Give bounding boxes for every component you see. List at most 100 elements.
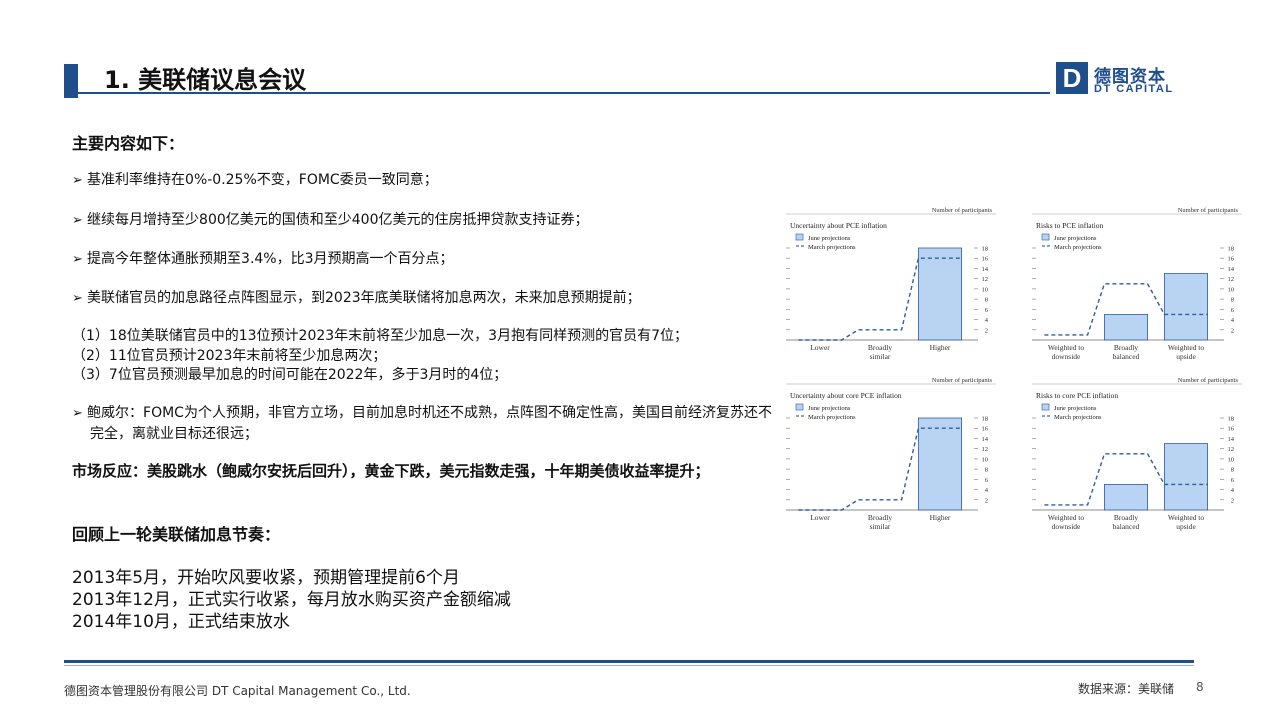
bullet-rate: 基准利率维持在0%-0.25%不变，FOMC委员一致同意； xyxy=(72,170,780,191)
y-tick-label: 14 xyxy=(982,436,989,443)
y-tick-label: 8 xyxy=(1231,297,1234,304)
y-tick-label: 8 xyxy=(985,297,988,304)
legend-label-march: March projections xyxy=(1054,414,1102,421)
y-tick-label: 18 xyxy=(982,416,989,423)
bar-june xyxy=(1103,314,1148,341)
y-tick-label: 14 xyxy=(1228,266,1235,273)
review-line-1: 2013年5月，开始吹风要收紧，预期管理提前6个月 xyxy=(72,568,460,588)
y-tick-label: 16 xyxy=(1228,256,1235,263)
legend-label-march: March projections xyxy=(1054,244,1102,251)
footer-rule-thin xyxy=(64,665,1194,666)
x-category-label: upside xyxy=(1176,352,1196,361)
footer-source: 数据来源：美联储 xyxy=(1078,682,1175,696)
x-category-label: upside xyxy=(1176,522,1196,531)
y-tick-label: 2 xyxy=(1231,497,1234,504)
page-title: 1. 美联储议息会议 xyxy=(104,66,307,94)
march-projection-line xyxy=(1044,283,1208,336)
y-tick-label: 18 xyxy=(1228,416,1235,423)
sub-item-3: （3）7位官员预测最早加息的时间可能在2022年，多于3月时的4位； xyxy=(72,367,508,383)
chart-title: Risks to PCE inflation xyxy=(1036,221,1104,230)
x-category-label: balanced xyxy=(1113,352,1140,361)
legend-label-june: June projections xyxy=(1054,405,1097,412)
y-tick-label: 12 xyxy=(1228,276,1235,283)
x-category-label: downside xyxy=(1052,522,1081,531)
title-underline xyxy=(78,92,1050,94)
bullet-qe: 继续每月增持至少800亿美元的国债和至少400亿美元的住房抵押贷款支持证券； xyxy=(72,210,780,231)
y-tick-label: 14 xyxy=(1228,436,1235,443)
title-accent-bar xyxy=(64,64,78,98)
y-tick-label: 6 xyxy=(985,307,989,314)
y-tick-label: 14 xyxy=(982,266,989,273)
market-reaction: 市场反应：美股跳水（鲍威尔安抚后回升），黄金下跌，美元指数走强，十年期美债收益率… xyxy=(72,462,710,480)
legend-label-march: March projections xyxy=(808,244,856,251)
y-tick-label: 16 xyxy=(1228,426,1235,433)
x-category-label: Weighted to xyxy=(1048,513,1085,522)
logo-mark: D xyxy=(1056,62,1088,94)
y-tick-label: 4 xyxy=(985,487,989,494)
legend-swatch-june xyxy=(795,403,804,411)
legend-swatch-june xyxy=(1041,403,1050,411)
x-category-label: similar xyxy=(870,522,891,531)
x-category-label: Broadly xyxy=(1114,343,1138,352)
bar-june xyxy=(1163,443,1208,511)
review-line-2: 2013年12月，正式实行收紧，每月放水购买资产金额缩减 xyxy=(72,590,511,610)
y-tick-label: 18 xyxy=(982,246,989,253)
legend-label-june: June projections xyxy=(808,405,851,412)
bar-june xyxy=(917,417,962,511)
march-projection-line xyxy=(798,427,962,511)
y-tick-label: 18 xyxy=(1228,246,1235,253)
y-tick-label: 10 xyxy=(1228,286,1235,293)
legend-label-june: June projections xyxy=(1054,235,1097,242)
march-projection-line xyxy=(798,257,962,341)
y-tick-label: 6 xyxy=(1231,477,1235,484)
y-tick-label: 4 xyxy=(1231,487,1235,494)
footer-company: 德图资本管理股份有限公司 DT Capital Management Co., … xyxy=(64,684,411,698)
dt-capital-logo: D 德图资本 DT CAPITAL xyxy=(1056,62,1196,98)
y-tick-label: 2 xyxy=(985,327,988,334)
y-tick-label: 6 xyxy=(985,477,989,484)
x-category-label: Broadly xyxy=(868,343,892,352)
y-tick-label: 8 xyxy=(1231,467,1234,474)
y-tick-label: 10 xyxy=(1228,456,1235,463)
x-category-label: Weighted to xyxy=(1168,343,1205,352)
y-tick-label: 8 xyxy=(985,467,988,474)
chart-title: Risks to core PCE inflation xyxy=(1036,391,1118,400)
x-category-label: Broadly xyxy=(1114,513,1138,522)
chart-ylabel: Number of participants xyxy=(1178,377,1239,384)
x-category-label: Higher xyxy=(930,513,951,522)
bar-june xyxy=(1163,273,1208,341)
x-category-label: Higher xyxy=(930,343,951,352)
bar-june xyxy=(917,247,962,341)
x-category-label: Weighted to xyxy=(1168,513,1205,522)
content-heading: 主要内容如下： xyxy=(72,134,185,153)
x-category-label: Lower xyxy=(810,513,830,522)
march-projection-line xyxy=(1044,453,1208,506)
review-heading: 回顾上一轮美联储加息节奏： xyxy=(72,525,281,544)
y-tick-label: 12 xyxy=(982,446,989,453)
bar-june xyxy=(1103,484,1148,511)
legend-swatch-june xyxy=(795,233,804,241)
footer-rule xyxy=(64,660,1194,663)
logo-chinese-name: 德图资本 xyxy=(1094,67,1166,87)
y-tick-label: 16 xyxy=(982,256,989,263)
y-tick-label: 4 xyxy=(985,317,989,324)
y-tick-label: 2 xyxy=(1231,327,1234,334)
x-category-label: downside xyxy=(1052,352,1081,361)
y-tick-label: 10 xyxy=(982,456,989,463)
legend-swatch-june xyxy=(1041,233,1050,241)
bullet-inflation: 提高今年整体通胀预期至3.4%，比3月预期高一个百分点； xyxy=(72,249,780,270)
y-tick-label: 4 xyxy=(1231,317,1235,324)
chart-title: Uncertainty about PCE inflation xyxy=(790,221,887,230)
y-tick-label: 6 xyxy=(1231,307,1235,314)
y-tick-label: 16 xyxy=(982,426,989,433)
sub-item-1: （1）18位美联储官员中的13位预计2023年末前将至少加息一次，3月抱有同样预… xyxy=(72,328,688,344)
bullet-dotplot: 美联储官员的加息路径点阵图显示，到2023年底美联储将加息两次，未来加息预期提前… xyxy=(72,288,780,309)
y-tick-label: 12 xyxy=(982,276,989,283)
x-category-label: Lower xyxy=(810,343,830,352)
x-category-label: balanced xyxy=(1113,522,1140,531)
x-category-label: Weighted to xyxy=(1048,343,1085,352)
chart-title: Uncertainty about core PCE inflation xyxy=(790,391,902,400)
y-tick-label: 2 xyxy=(985,497,988,504)
chart-ylabel: Number of participants xyxy=(932,207,993,214)
